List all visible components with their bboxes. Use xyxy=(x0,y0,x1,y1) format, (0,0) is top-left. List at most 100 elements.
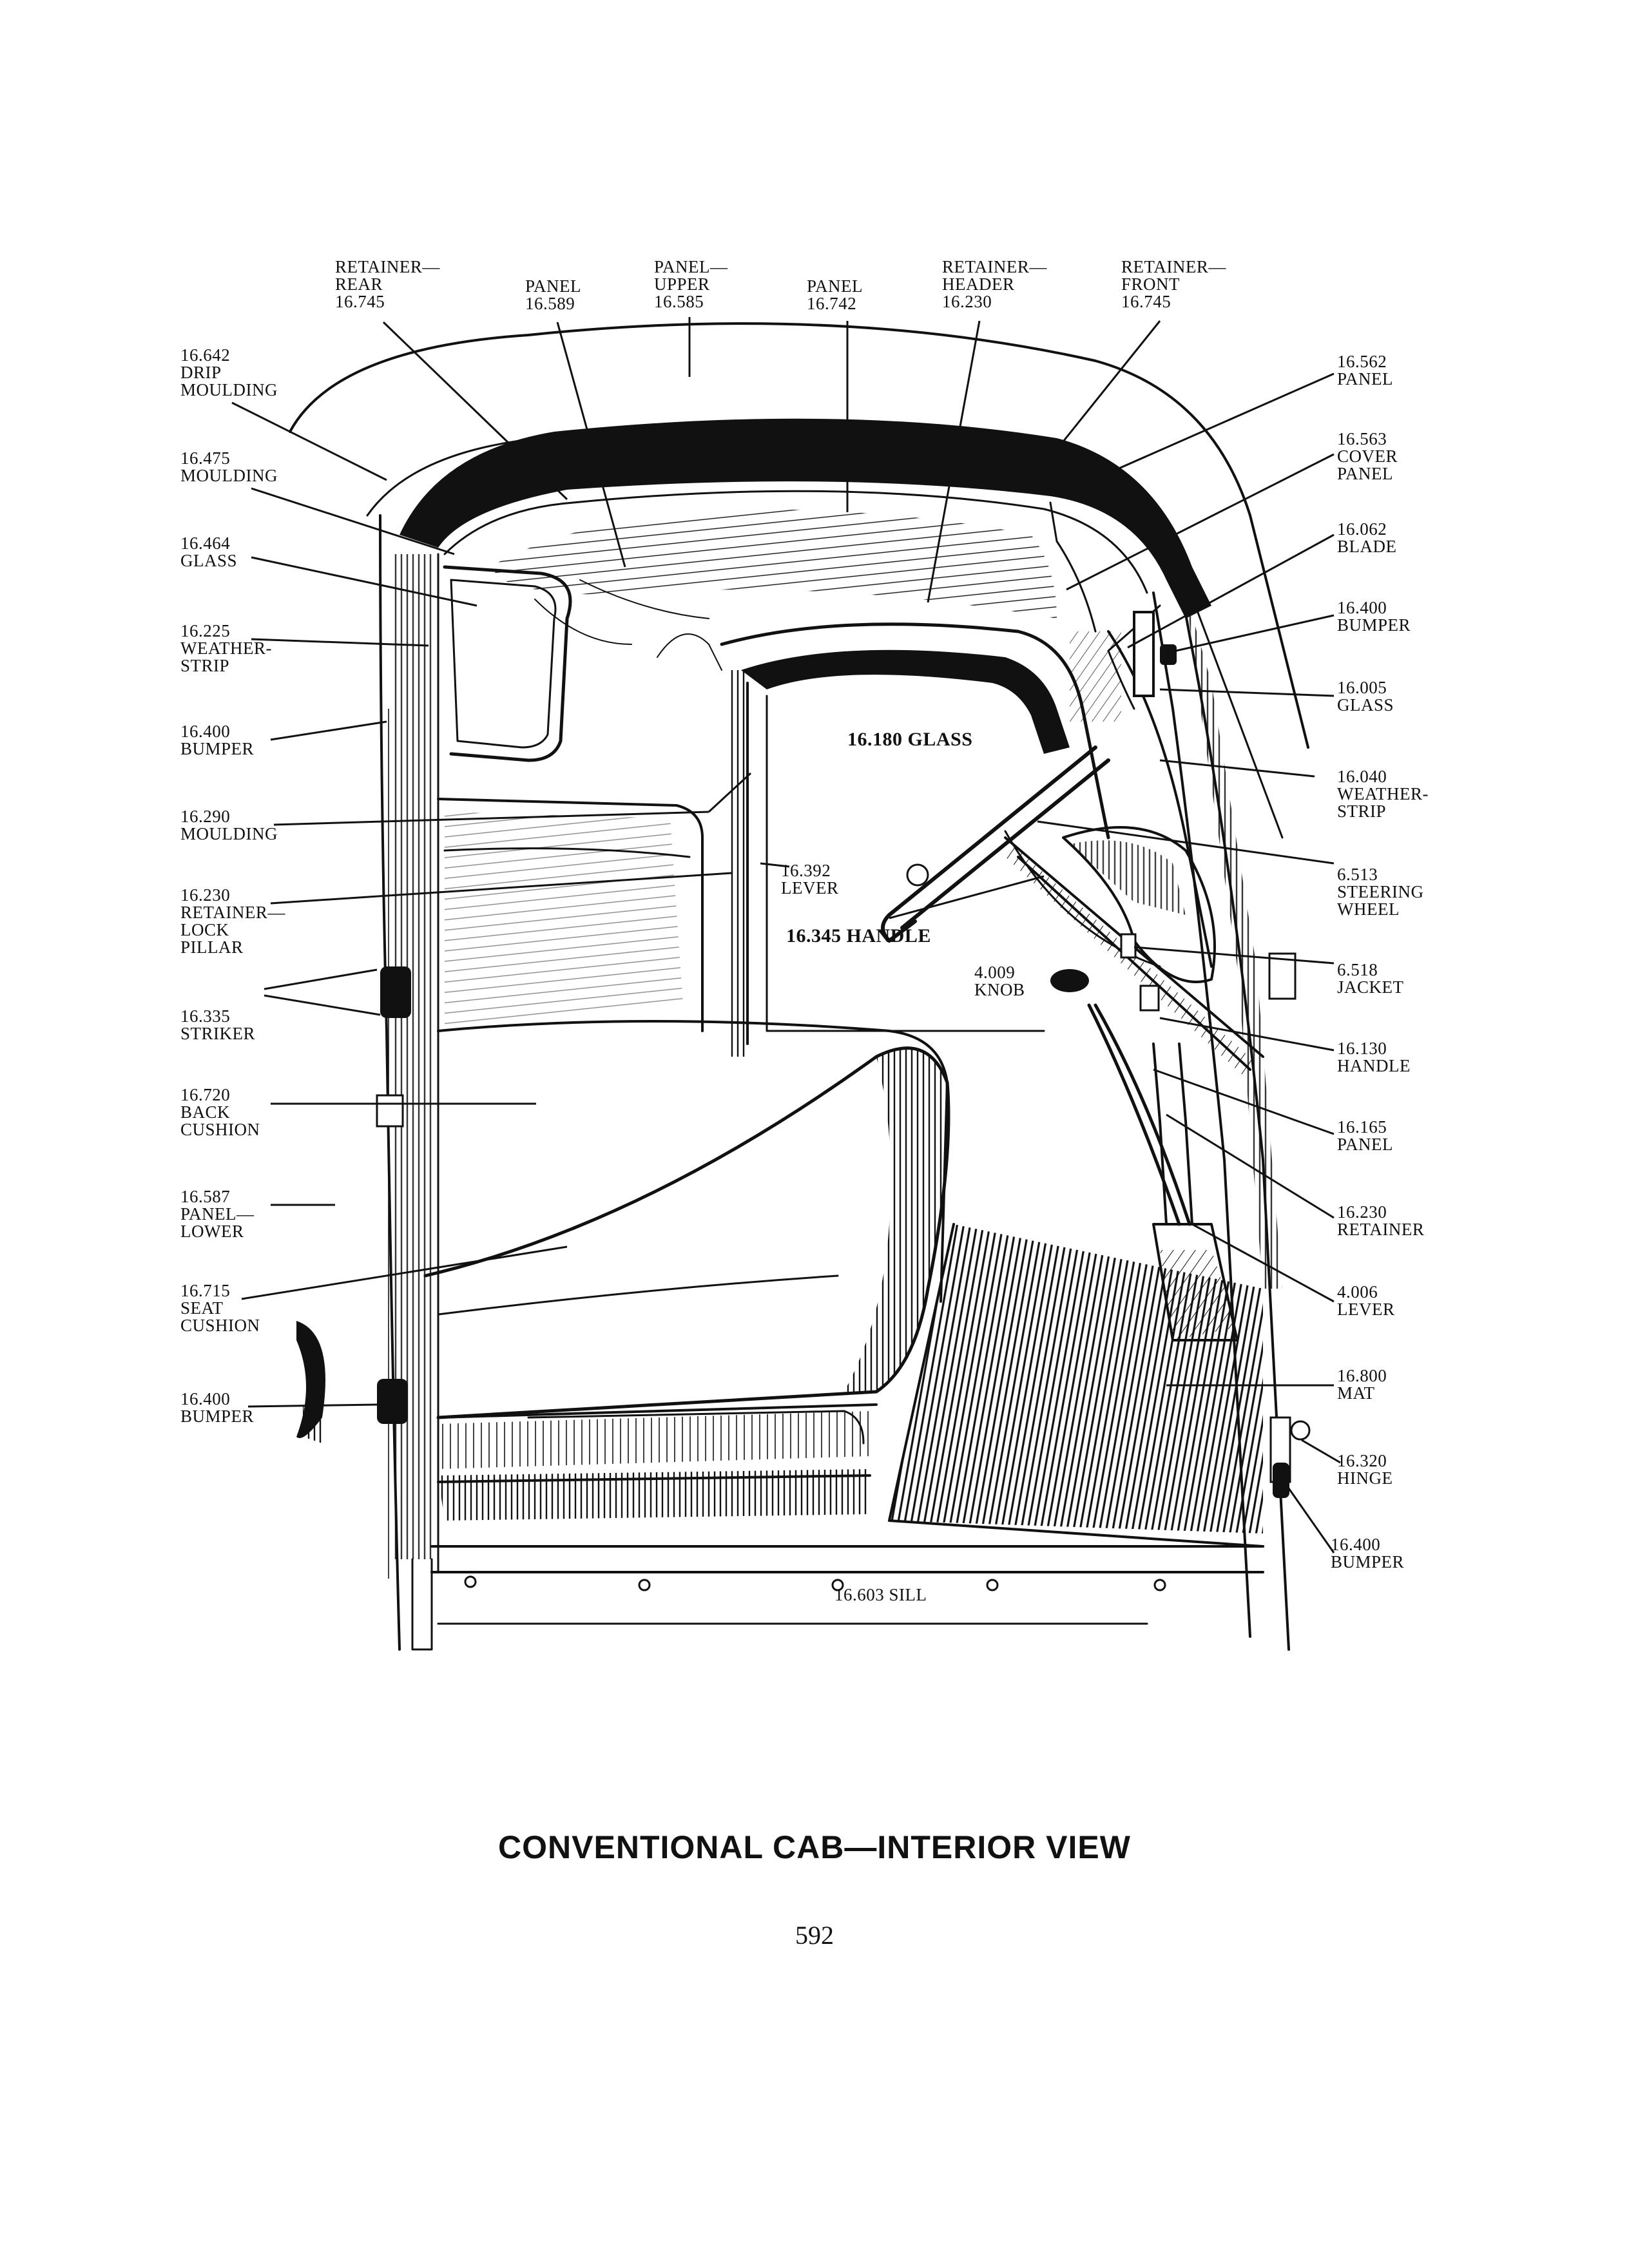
callout-line: STEERING xyxy=(1337,882,1424,901)
callout-line: 16.345 HANDLE xyxy=(786,925,931,947)
callout-line: RETAINER— xyxy=(942,257,1047,276)
callout-line: STRIKER xyxy=(180,1024,255,1043)
callout-line: 16.587 xyxy=(180,1187,230,1206)
left-door-frame xyxy=(296,514,439,1651)
page-number: 592 xyxy=(795,1921,834,1950)
windshield xyxy=(720,622,1213,1057)
callout-line: STRIP xyxy=(1337,802,1386,821)
callout-line: MOULDING xyxy=(180,380,278,399)
callout-line: 16.589 xyxy=(525,294,575,313)
callout-line: 16.603 SILL xyxy=(834,1585,927,1604)
figure-caption: CONVENTIONAL CAB—INTERIOR VIEW xyxy=(498,1829,1131,1865)
right-door-frame xyxy=(1107,579,1311,1651)
callout-line: FRONT xyxy=(1121,274,1180,294)
callout-line: RETAINER— xyxy=(180,903,285,922)
callout-line: 16.392 xyxy=(781,861,831,880)
callout-line: 16.642 xyxy=(180,345,230,365)
callout-line: BUMPER xyxy=(180,739,254,758)
callout-line: 16.400 xyxy=(1331,1535,1380,1554)
callout-line: 16.800 xyxy=(1337,1366,1387,1385)
callout-line: GLASS xyxy=(180,551,237,570)
rear-window xyxy=(443,565,572,762)
callout-line: 16.715 xyxy=(180,1281,230,1300)
callout-glass-16180: 16.180 GLASS xyxy=(847,729,972,750)
callout-line: COVER xyxy=(1337,447,1398,466)
callout-line: 16.005 xyxy=(1337,678,1387,697)
callout-line: 16.562 xyxy=(1337,352,1387,371)
callout-line: PANEL xyxy=(1337,464,1393,483)
callout-line: BACK xyxy=(180,1102,230,1122)
callout-line: JACKET xyxy=(1337,977,1404,997)
callout-line: 16.040 xyxy=(1337,767,1387,786)
callout-line: BLADE xyxy=(1337,537,1397,556)
callout-line: 16.180 GLASS xyxy=(847,729,972,750)
callout-line: MOULDING xyxy=(180,824,278,843)
callout-line: PANEL xyxy=(525,276,581,296)
callout-line: BUMPER xyxy=(1331,1552,1404,1571)
door-sill xyxy=(430,1545,1264,1625)
callout-line: 16.745 xyxy=(1121,292,1171,311)
callout-line: 16.563 xyxy=(1337,429,1387,448)
callout-line: 16.335 xyxy=(180,1006,230,1026)
callout-line: PILLAR xyxy=(180,937,244,957)
callout-line: LOWER xyxy=(180,1222,244,1241)
callout-line: 16.230 xyxy=(1337,1202,1387,1222)
callout-line: WEATHER- xyxy=(1337,784,1429,803)
callout-line: PANEL xyxy=(1337,369,1393,389)
callout-line: KNOB xyxy=(974,980,1025,999)
callout-line: RETAINER— xyxy=(335,257,440,276)
callout-line: 16.400 xyxy=(180,722,230,741)
callout-handle-16345: 16.345 HANDLE xyxy=(786,925,931,947)
callout-line: 16.475 xyxy=(180,448,230,468)
callout-line: 6.518 xyxy=(1337,960,1378,979)
callout-line: CUSHION xyxy=(180,1120,260,1139)
callout-line: 16.745 xyxy=(335,292,385,311)
seat xyxy=(423,1020,950,1521)
callout-line: GLASS xyxy=(1337,695,1394,715)
callout-line: 16.062 xyxy=(1337,519,1387,539)
callout-sill-16603: 16.603 SILL xyxy=(834,1585,927,1604)
callout-line: WEATHER- xyxy=(180,639,272,658)
callout-line: 16.742 xyxy=(807,294,856,313)
callout-line: 16.400 xyxy=(1337,598,1387,617)
callout-line: MOULDING xyxy=(180,466,278,485)
callout-line: UPPER xyxy=(654,274,710,294)
callout-line: MAT xyxy=(1337,1383,1375,1403)
callout-line: 16.464 xyxy=(180,533,230,553)
callout-line: RETAINER— xyxy=(1121,257,1226,276)
callout-line: 16.720 xyxy=(180,1085,230,1104)
callout-line: 16.230 xyxy=(180,885,230,905)
callout-line: BUMPER xyxy=(1337,615,1411,635)
callout-line: 16.400 xyxy=(180,1389,230,1408)
back-wall xyxy=(437,798,704,1032)
callout-line: REAR xyxy=(335,274,383,294)
callout-line: 4.009 xyxy=(974,963,1015,982)
